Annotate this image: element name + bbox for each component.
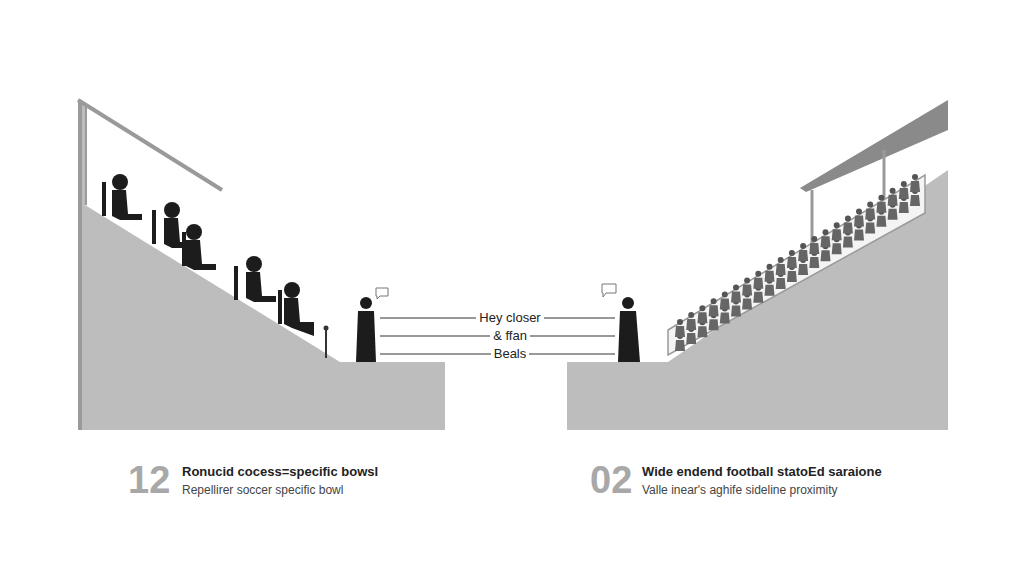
crowd-figure [876,195,886,213]
crowd-figure [821,229,831,247]
crowd-figure [776,257,786,275]
left-wall [78,100,82,430]
crowd-rows [675,174,920,351]
crowd-figure [709,298,719,316]
crowd-deck [668,175,925,355]
crowd-figure [765,264,775,282]
speech-bubbles [376,284,616,299]
left-stand [78,100,445,430]
right-roof [800,100,948,192]
seated-fans [102,174,314,336]
crowd-figure [675,319,685,337]
crowd-figure [809,236,819,254]
left-panel [85,104,87,205]
callout-number: 12 [128,460,170,500]
crowd-figure [899,181,909,199]
crowd-figure [720,291,730,309]
panel-subtitle: Repellirer soccer specific bowl [182,483,343,498]
middle-text: Hey closer [476,310,543,325]
callout-number: 02 [590,460,632,500]
middle-text: & ffan [490,328,530,343]
crowd-figure [865,202,875,220]
crowd-figure [888,188,898,206]
crowd-figure [910,174,920,192]
crowd-figure [742,278,752,296]
middle-text: Beals [491,346,530,361]
panel-heading: Wide endend football statoEd saraione [642,464,882,480]
crowd-figure [854,209,864,227]
crowd-figure [798,243,808,261]
right-stand [567,170,948,430]
standing-figures [356,297,640,362]
crowd-figure [697,305,707,323]
rail-post [325,330,327,358]
crowd-figure [843,215,853,233]
panel-subtitle: Valle inear's aghife sideline proximity [642,483,838,498]
crowd-figure [787,250,797,268]
crowd-figure [731,285,741,303]
crowd-figure [832,222,842,240]
crowd-figure [753,271,763,289]
left-roof [78,100,222,190]
rail-knob [324,326,329,331]
panel-heading: Ronucid cocess=specific bowsl [182,464,378,480]
crowd-figure [686,312,696,330]
